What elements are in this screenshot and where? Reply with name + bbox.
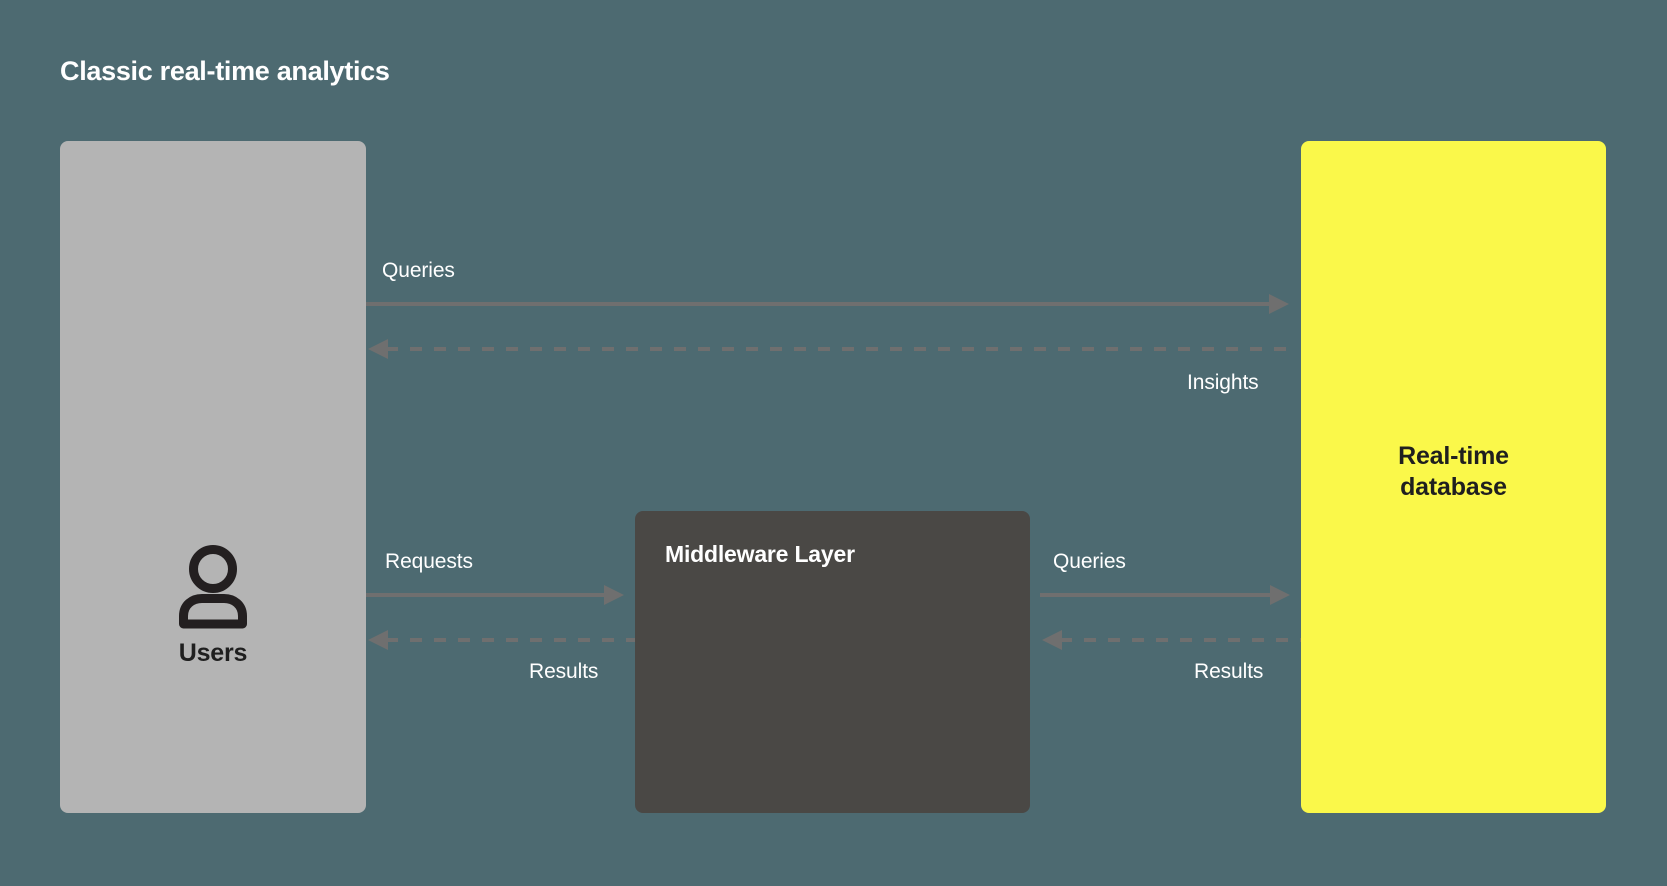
edge-label-queries-middleware-database: Queries <box>1053 550 1126 573</box>
node-users-label: Users <box>178 639 248 667</box>
edge-users-to-middleware-requests <box>366 583 625 607</box>
edge-label-results-database-middleware: Results <box>1194 660 1264 683</box>
node-database-label-line2: database <box>1400 473 1507 501</box>
node-users[interactable]: Users <box>60 141 366 813</box>
users-content: Users <box>60 545 366 668</box>
page-title: Classic real-time analytics <box>60 56 390 86</box>
edge-label-results-middleware-users: Results <box>529 660 599 683</box>
node-database-label: Real-time database <box>1301 441 1606 503</box>
edge-middleware-to-database-queries <box>1040 583 1291 607</box>
node-database[interactable]: Real-time database <box>1301 141 1606 813</box>
edge-database-to-users-insights <box>366 337 1291 361</box>
node-database-label-line1: Real-time <box>1398 442 1509 470</box>
edge-label-insights: Insights <box>1187 371 1259 394</box>
user-icon <box>179 545 247 629</box>
edge-label-queries-users-database: Queries <box>382 259 455 282</box>
edge-label-requests: Requests <box>385 550 473 573</box>
node-middleware-label: Middleware Layer <box>665 541 855 567</box>
edge-middleware-to-users-results <box>366 628 635 652</box>
edge-database-to-middleware-results <box>1040 628 1301 652</box>
node-middleware[interactable]: Middleware Layer <box>635 511 1030 813</box>
edge-users-to-database-queries <box>366 292 1291 316</box>
